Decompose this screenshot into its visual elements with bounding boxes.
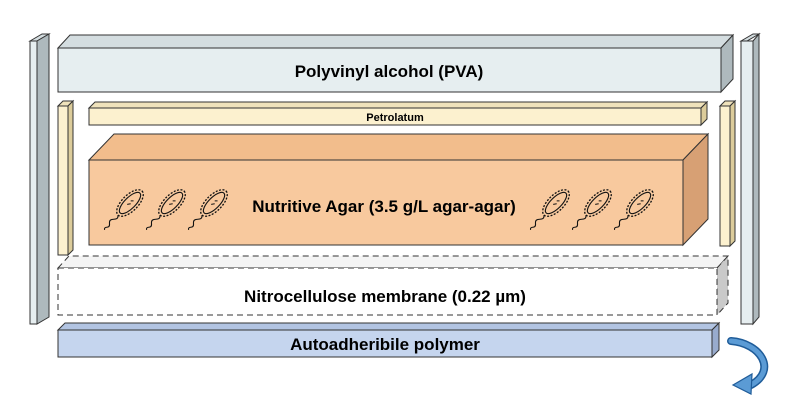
right-petrolatum-post [718,99,737,248]
bacterium-icon [571,189,612,230]
bacterium-icon [529,189,570,230]
pva-layer: Polyvinyl alcohol (PVA) [56,33,735,94]
pva-label: Polyvinyl alcohol (PVA) [295,62,484,81]
nitrocellulose-layer: Nitrocellulose membrane (0.22 µm) [56,254,730,317]
agar-label: Nutritive Agar (3.5 g/L agar-agar) [252,197,516,216]
bacterium-icon [145,189,186,230]
petrolatum-label: Petrolatum [366,112,424,124]
bacterium-icon [613,189,654,230]
nitrocellulose-label: Nitrocellulose membrane (0.22 µm) [244,287,526,306]
autoadheribile-layer: Autoadheribile polymer [56,321,721,359]
left-outer-wall [28,33,51,325]
petrolatum-layer: Petrolatum [87,100,709,127]
bacterium-icon [103,189,144,230]
agar-layer: Nutritive Agar (3.5 g/L agar-agar) [87,132,710,247]
right-outer-wall [739,32,761,326]
bacteria-group-left [103,189,228,230]
bacteria-group-right [529,189,654,230]
left-petrolatum-post [56,99,75,257]
bacterium-icon [187,189,228,230]
curved-arrow-icon [727,337,769,395]
autoadheribile-label: Autoadheribile polymer [290,335,480,354]
